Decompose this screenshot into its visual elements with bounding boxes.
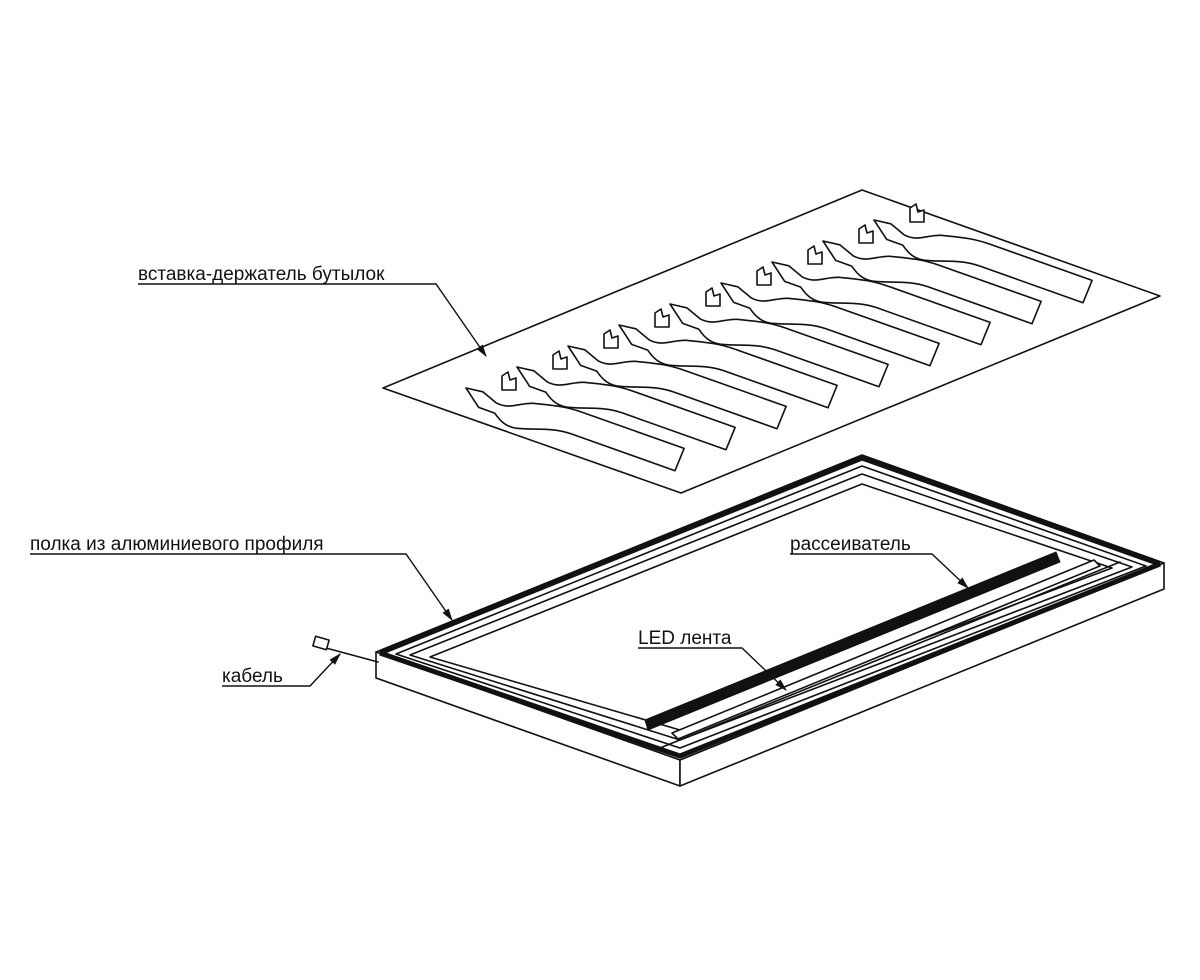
label-cable: кабель xyxy=(222,666,283,687)
leader-led xyxy=(638,647,787,691)
label-diffuser: рассеиватель xyxy=(790,534,911,555)
diffuser-channel xyxy=(671,559,1101,740)
bottle-slots xyxy=(465,203,1093,472)
cable-connector xyxy=(312,635,330,651)
bottle-slot xyxy=(873,219,1093,304)
leader-insert xyxy=(138,283,487,358)
leader-lines xyxy=(30,283,969,691)
bottle-neck-clip xyxy=(654,308,670,328)
bottle-neck-clip xyxy=(858,224,874,244)
label-led: LED лента xyxy=(638,628,732,649)
bottle-slot xyxy=(618,324,838,409)
bottle-slot xyxy=(465,387,685,472)
bottle-slot xyxy=(720,282,940,367)
label-shelf: полка из алюминиевого профиля xyxy=(30,534,324,555)
diffuser-edge xyxy=(659,561,1121,749)
leader-cable xyxy=(222,653,341,687)
bottle-neck-clip xyxy=(552,350,568,370)
bottle-neck-clip xyxy=(501,371,517,391)
bottle-slot xyxy=(771,261,991,346)
shelf-profile-inner-3 xyxy=(429,483,1113,731)
bottle-neck-clip xyxy=(705,287,721,307)
cable-wire xyxy=(325,647,379,663)
led-strip xyxy=(644,551,1061,731)
shelf-profile-inner-2 xyxy=(409,473,1133,741)
shelf-rim-back xyxy=(379,455,1161,656)
bottle-slot xyxy=(567,345,787,430)
bottle-slot xyxy=(516,366,736,451)
bottle-slot xyxy=(669,303,889,388)
leader-shelf xyxy=(30,553,453,622)
shelf-profile-inner-1 xyxy=(395,465,1147,749)
bottle-holder-insert xyxy=(382,189,1161,494)
shelf-rim-front xyxy=(379,561,1161,759)
label-insert: вставка-держатель бутылок xyxy=(138,264,385,285)
bottle-neck-clip xyxy=(807,245,823,265)
bottle-neck-clip xyxy=(603,329,619,349)
leader-diffuser xyxy=(790,553,969,589)
bottle-neck-clip xyxy=(909,203,925,223)
bottle-neck-clip xyxy=(756,266,772,286)
aluminium-shelf xyxy=(312,454,1165,787)
bottle-slot xyxy=(822,240,1042,325)
